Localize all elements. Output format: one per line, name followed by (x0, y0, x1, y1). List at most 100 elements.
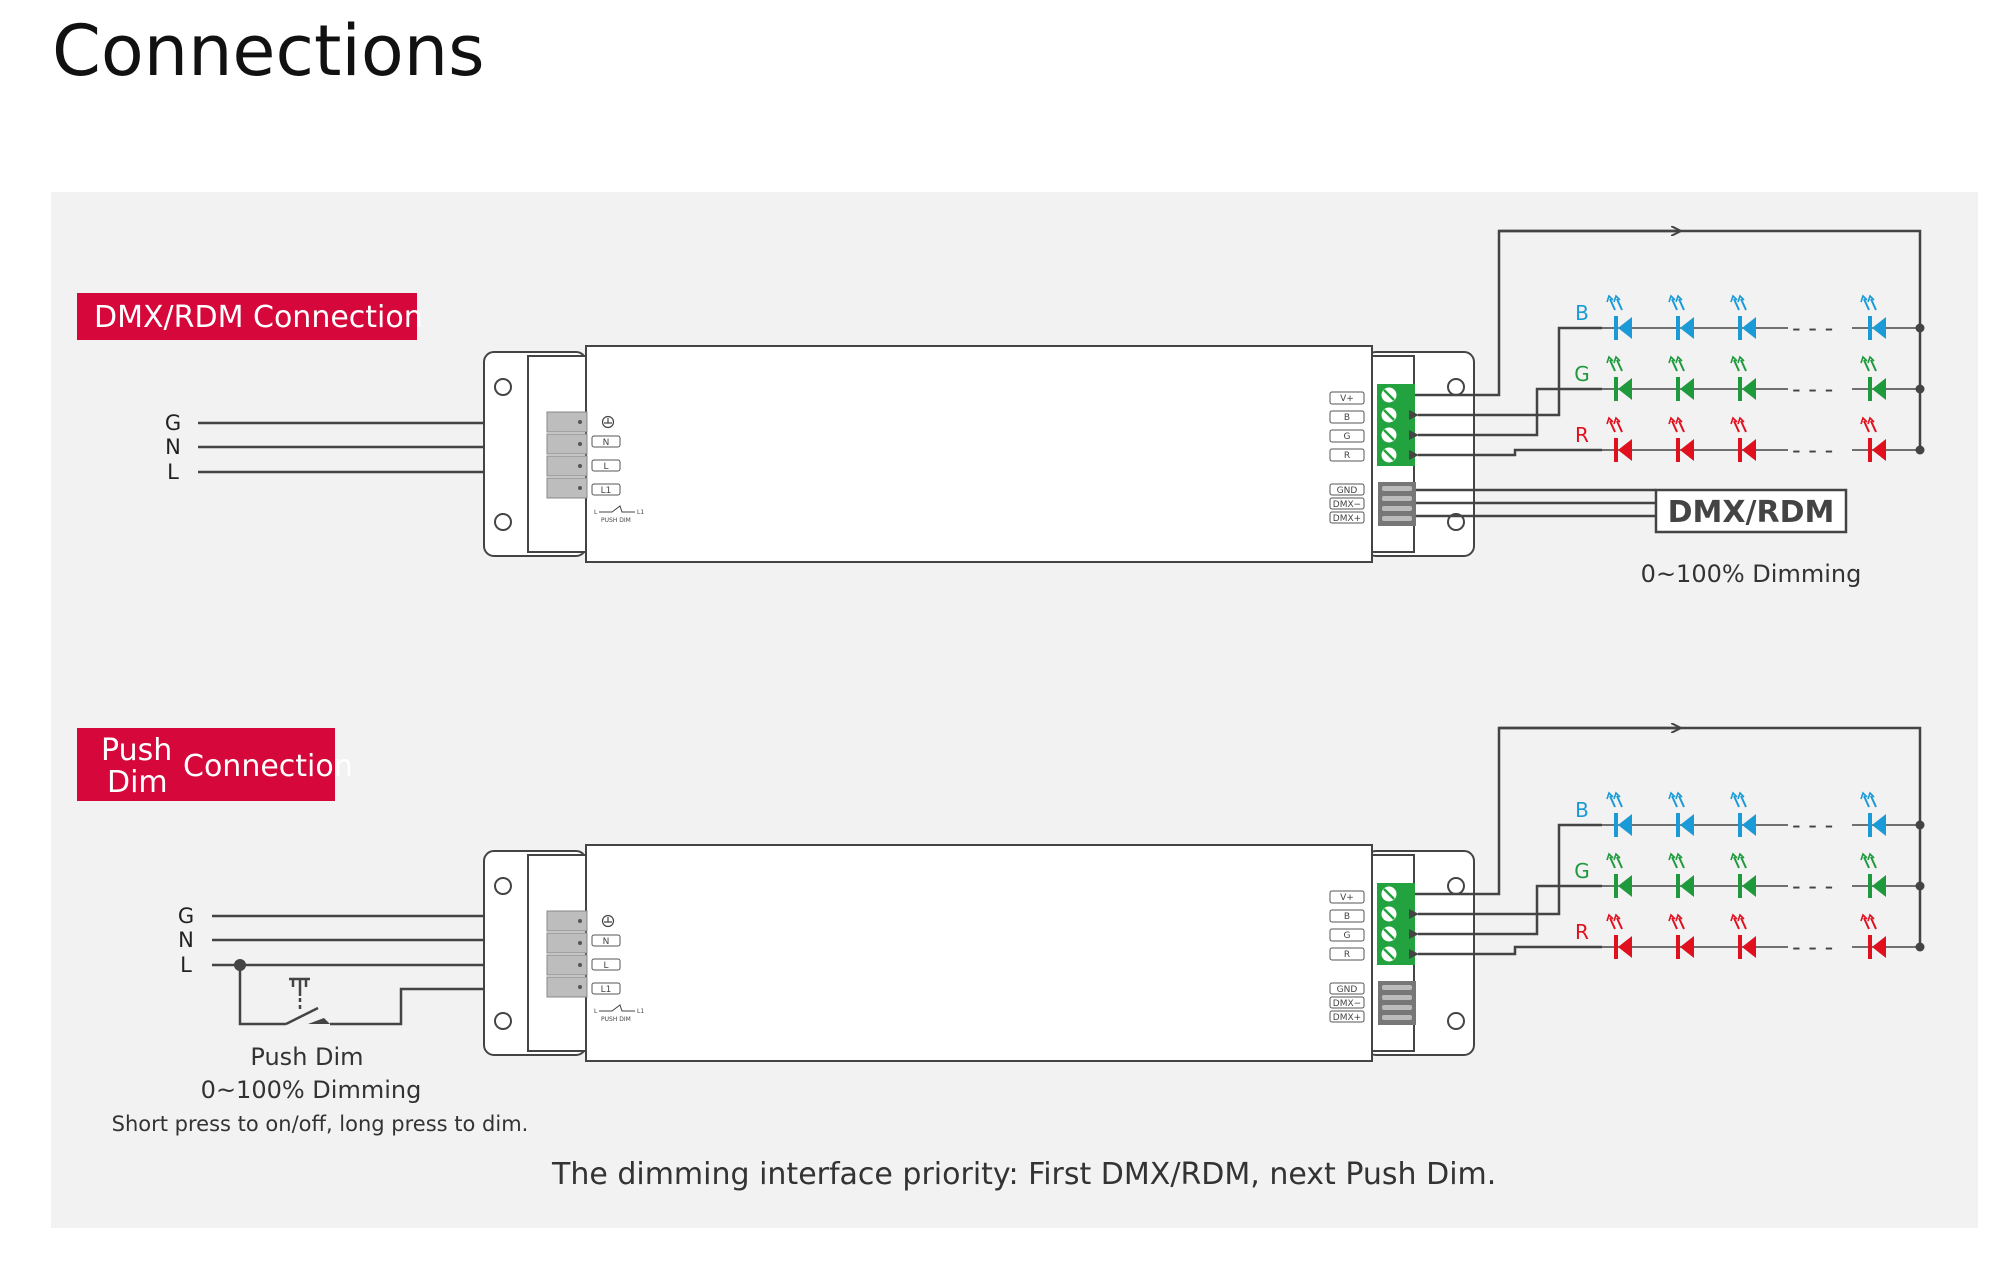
ground-icon (601, 415, 615, 429)
ac-terminal (546, 932, 588, 954)
terminal-label-box (1329, 391, 1365, 405)
led-icon (1668, 913, 1694, 959)
push-dim-badge-rest: Connection (183, 749, 353, 784)
terminal-label: V+ (1340, 394, 1354, 404)
led-ray (1678, 420, 1685, 433)
led-ray-tip (1668, 294, 1676, 303)
led-ray (1678, 917, 1685, 930)
led-ray-tip (1867, 416, 1875, 425)
led-ray (1863, 359, 1870, 372)
led-ray (1740, 917, 1747, 930)
led-ray (1616, 420, 1623, 433)
led-ray (1870, 420, 1877, 433)
led-ray-tip (1613, 852, 1621, 861)
footer-note: The dimming interface priority: First DM… (551, 1157, 1496, 1192)
push-dim-wire (238, 965, 286, 1026)
led-icon (1730, 791, 1756, 837)
led-ray-tip (1737, 791, 1745, 800)
led-icon (1730, 913, 1756, 959)
terminal-label-box (591, 934, 621, 947)
led-ray (1678, 795, 1685, 808)
led-ray (1616, 917, 1623, 930)
led-ray-tip (1606, 852, 1614, 861)
terminal-label-box (591, 958, 621, 971)
ellipsis: - - - (1792, 375, 1833, 403)
ac-terminal (546, 455, 588, 477)
led-ray-tip (1606, 355, 1614, 364)
terminal-label: R (1344, 451, 1350, 461)
terminal-label-box (1329, 909, 1365, 923)
led-ray-tip (1730, 416, 1738, 425)
led-ray-tip (1668, 355, 1676, 364)
led-body (1680, 814, 1694, 836)
ac-terminal (546, 477, 588, 499)
led-ray-tip (1860, 355, 1868, 364)
led-body (1618, 875, 1632, 897)
led-ray-tip (1867, 913, 1875, 922)
led-ray (1609, 795, 1616, 808)
dmx-terminal-slot (1382, 486, 1412, 491)
driver-body (585, 345, 1373, 563)
led-icon (1730, 355, 1756, 401)
terminal-label: L1 (601, 486, 612, 496)
dmx-terminal-slot (1382, 985, 1412, 990)
led-body (1872, 875, 1886, 897)
terminal-label-box (1329, 1010, 1365, 1023)
screw-icon (1381, 407, 1397, 423)
led-icon (1860, 416, 1886, 462)
ellipsis-mask (1788, 322, 1852, 334)
terminal-label: B (1344, 912, 1350, 922)
ac-terminal (546, 433, 588, 455)
channel-label: G (1574, 859, 1590, 883)
channel-return-wire (1409, 823, 1602, 919)
led-ray-tip (1737, 416, 1745, 425)
terminal-label: L (603, 961, 608, 971)
screw-icon (1381, 447, 1397, 463)
mains-label: N (178, 928, 194, 952)
terminal-label-box (591, 982, 621, 995)
dmx-terminal-slot (1382, 1005, 1412, 1010)
led-ray-tip (1860, 913, 1868, 922)
led-ray-tip (1675, 294, 1683, 303)
mount-hole (1447, 513, 1465, 531)
led-icon (1668, 355, 1694, 401)
terminal-label: DMX− (1333, 999, 1361, 1009)
channel-return-wire (1409, 326, 1602, 420)
led-ray-tip (1730, 355, 1738, 364)
led-ray (1616, 298, 1623, 311)
channel-label: R (1575, 920, 1589, 944)
terminal-label: GND (1337, 985, 1358, 995)
led-ray-tip (1606, 294, 1614, 303)
led-icon (1606, 791, 1632, 837)
channel-return-wire (1409, 945, 1602, 959)
ellipsis: - - - (1792, 314, 1833, 342)
led-ray (1671, 420, 1678, 433)
terminal-label: V+ (1340, 893, 1354, 903)
led-ray-tip (1867, 355, 1875, 364)
terminal-dot (578, 464, 582, 468)
mains-label: G (178, 904, 194, 928)
led-ray (1671, 795, 1678, 808)
terminal-label-box (1329, 947, 1365, 961)
led-icon (1860, 791, 1886, 837)
ac-terminal (546, 910, 588, 932)
screw-slot (1383, 389, 1395, 401)
screw-slot (1383, 449, 1395, 461)
page-title: Connections (52, 10, 485, 92)
terminal-label-box (591, 435, 621, 448)
led-ray (1740, 298, 1747, 311)
led-body (1680, 875, 1694, 897)
mount-hole (494, 1012, 512, 1030)
led-icon (1606, 852, 1632, 898)
led-ray-tip (1668, 416, 1676, 425)
led-ray-tip (1606, 913, 1614, 922)
mains-label: N (165, 435, 181, 459)
dmx-rdm-badge (77, 293, 417, 340)
led-ray (1863, 298, 1870, 311)
led-body (1618, 378, 1632, 400)
terminal-label-box (1329, 410, 1365, 424)
led-body (1680, 317, 1694, 339)
led-ray-tip (1668, 913, 1676, 922)
